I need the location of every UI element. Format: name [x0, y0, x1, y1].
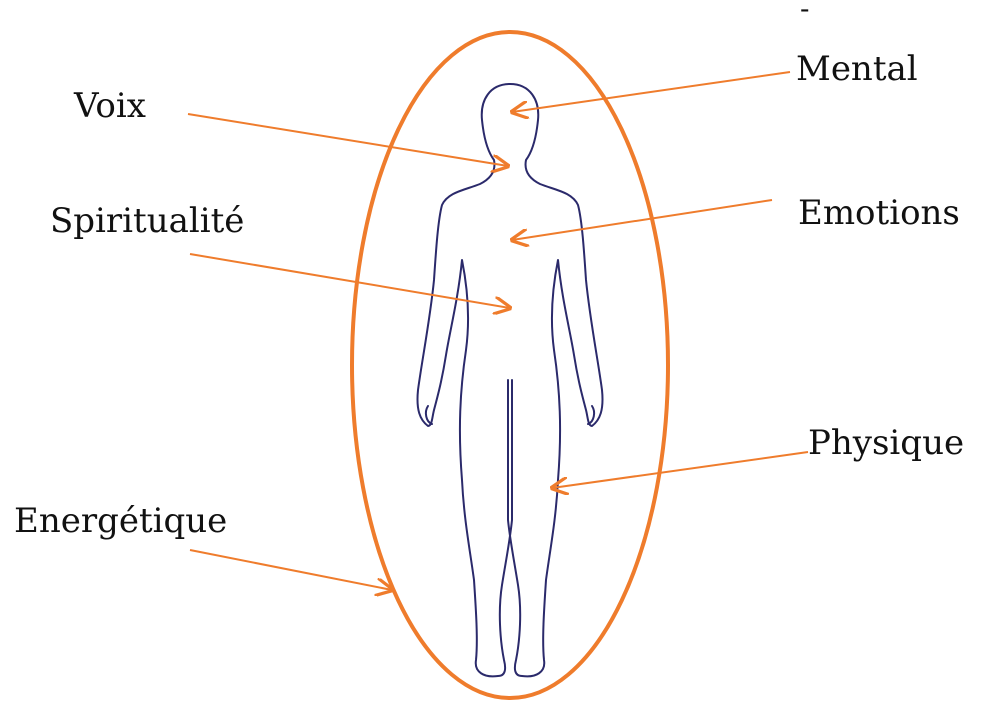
body-outline-left: [417, 84, 512, 676]
label-spiritualite: Spiritualité: [50, 201, 244, 241]
top-mark: -: [800, 0, 809, 25]
body-outline-right: [508, 84, 603, 676]
arrow-energetique: [190, 550, 392, 590]
label-voix: Voix: [73, 86, 146, 126]
human-figure: [417, 84, 602, 676]
label-energetique: Energétique: [14, 501, 227, 541]
label-physique: Physique: [808, 423, 964, 463]
label-emotions: Emotions: [798, 193, 960, 233]
arrow-physique: [552, 452, 808, 488]
arrow-voix: [188, 114, 508, 166]
arrow-emotions: [512, 200, 772, 240]
label-mental: Mental: [796, 49, 918, 89]
arrow-mental: [512, 72, 790, 112]
aura-ellipse: [352, 32, 668, 698]
